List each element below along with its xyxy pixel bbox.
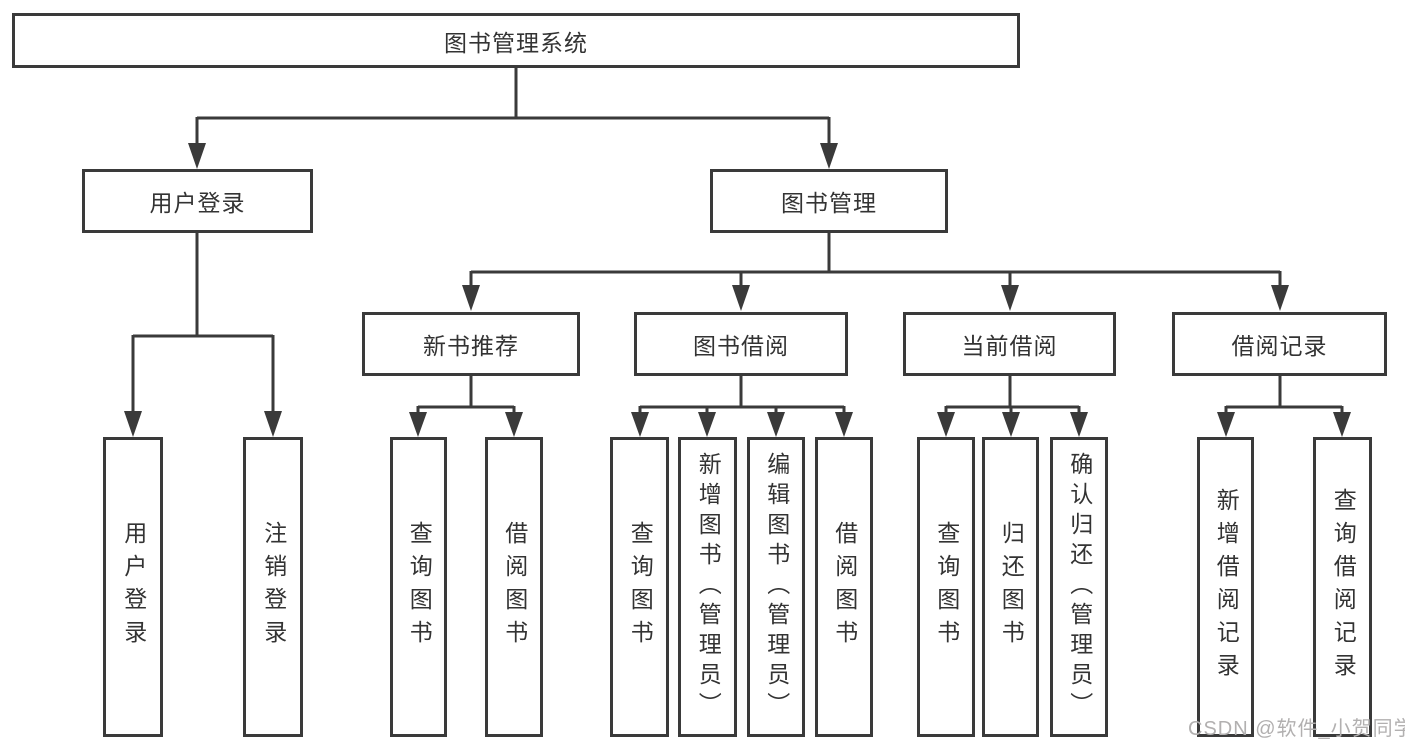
arrow-down-icon xyxy=(732,285,750,311)
node-borrowing-records: 借阅记录 xyxy=(1172,312,1387,376)
node-edit-book-admin: 编辑图书（管理员） xyxy=(747,437,805,737)
arrow-down-icon xyxy=(462,285,480,311)
node-label: 借阅图书 xyxy=(501,521,528,653)
node-current-borrowing: 当前借阅 xyxy=(903,312,1116,376)
arrow-down-icon xyxy=(1217,412,1235,437)
node-label: 用户登录 xyxy=(120,521,147,653)
node-query-books-recommendation: 查询图书 xyxy=(390,437,447,737)
node-label: 图书管理 xyxy=(781,190,877,216)
node-book-borrowing: 图书借阅 xyxy=(634,312,848,376)
arrow-down-icon xyxy=(835,412,853,437)
node-label: 新增借阅记录 xyxy=(1213,488,1240,686)
arrow-down-icon xyxy=(767,412,785,437)
node-add-book-admin: 新增图书（管理员） xyxy=(678,437,737,737)
arrow-down-icon xyxy=(820,143,838,169)
node-return-book: 归还图书 xyxy=(982,437,1039,737)
node-label: 归还图书 xyxy=(998,521,1025,653)
node-borrow-books-module: 借阅图书 xyxy=(815,437,873,737)
node-label: 查询图书 xyxy=(933,521,960,653)
node-new-book-recommendation: 新书推荐 xyxy=(362,312,580,376)
node-confirm-return-admin: 确认归还（管理员） xyxy=(1050,437,1108,737)
node-label: 新增图书（管理员） xyxy=(695,452,722,722)
arrow-down-icon xyxy=(698,412,716,437)
node-user-login: 用户登录 xyxy=(103,437,163,737)
arrow-down-icon xyxy=(1001,285,1019,311)
node-label: 查询图书 xyxy=(627,521,654,653)
arrow-down-icon xyxy=(937,412,955,437)
node-label: 查询借阅记录 xyxy=(1330,488,1357,686)
arrow-down-icon xyxy=(1333,412,1351,437)
arrow-down-icon xyxy=(188,143,206,169)
node-query-books-borrowing: 查询图书 xyxy=(610,437,669,737)
arrow-down-icon xyxy=(631,412,649,437)
arrow-down-icon xyxy=(264,411,282,437)
node-label: 编辑图书（管理员） xyxy=(763,452,790,722)
node-label: 图书管理系统 xyxy=(444,29,588,56)
node-label: 注销登录 xyxy=(260,521,287,653)
node-label: 确认归还（管理员） xyxy=(1066,452,1093,722)
node-query-borrow-record: 查询借阅记录 xyxy=(1313,437,1372,737)
node-logout: 注销登录 xyxy=(243,437,303,737)
node-book-management: 图书管理 xyxy=(710,169,948,233)
node-label: 用户登录 xyxy=(149,190,246,216)
node-borrow-books-recommendation: 借阅图书 xyxy=(485,437,543,737)
node-user-login-group: 用户登录 xyxy=(82,169,313,233)
node-add-borrow-record: 新增借阅记录 xyxy=(1197,437,1254,737)
csdn-watermark: CSDN @软件_小贺同学 xyxy=(1188,718,1405,740)
node-label: 借阅记录 xyxy=(1231,333,1328,359)
arrow-down-icon xyxy=(124,411,142,437)
arrow-down-icon xyxy=(1271,285,1289,311)
node-library-management-system: 图书管理系统 xyxy=(12,13,1020,68)
arrow-down-icon xyxy=(1070,412,1088,437)
arrow-down-icon xyxy=(1002,412,1020,437)
node-label: 新书推荐 xyxy=(423,333,519,359)
arrow-down-icon xyxy=(409,412,427,437)
node-label: 图书借阅 xyxy=(693,333,789,359)
node-label: 查询图书 xyxy=(406,521,433,653)
node-label: 借阅图书 xyxy=(831,521,858,653)
node-label: 当前借阅 xyxy=(961,333,1058,359)
node-query-books-current: 查询图书 xyxy=(917,437,975,737)
arrow-down-icon xyxy=(505,412,523,437)
